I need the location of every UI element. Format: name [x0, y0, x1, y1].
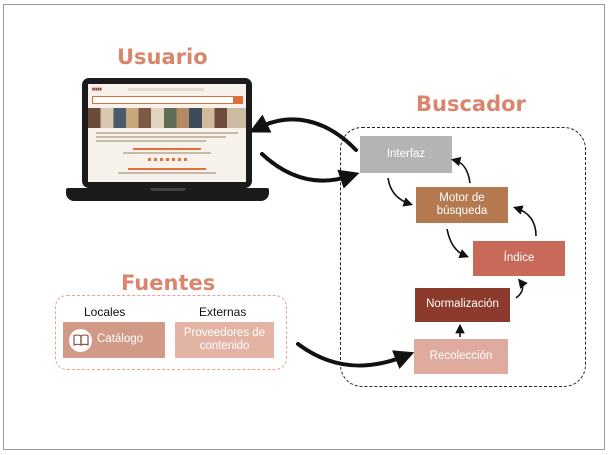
book-icon — [69, 328, 92, 352]
node-proveedores-label: Proveedores de contenido — [183, 326, 266, 352]
arrow-motor-to-interfaz — [450, 156, 471, 184]
node-catalogo-label: Catálogo — [97, 333, 144, 346]
node-motor-busqueda: Motor de búsqueda — [416, 187, 508, 223]
title-fuentes: Fuentes — [121, 271, 216, 295]
arrow-normalizacion-to-indice — [515, 278, 528, 299]
mini-search-button — [234, 96, 243, 104]
mini-text-line — [96, 140, 206, 142]
node-recoleccion: Recolección — [414, 339, 508, 374]
arrow-indice-to-motor — [512, 205, 537, 237]
fuentes-container — [55, 295, 287, 370]
title-buscador: Buscador — [416, 92, 526, 116]
arrow-usuario-to-interfaz — [260, 152, 360, 189]
node-proveedores: Proveedores de contenido — [175, 322, 274, 358]
mini-text-line — [118, 172, 216, 174]
laptop-base — [66, 188, 269, 201]
laptop-notch — [150, 188, 186, 191]
mini-text-line — [96, 136, 226, 138]
mini-dots — [148, 158, 188, 161]
node-interfaz: Interfaz — [360, 136, 452, 173]
laptop-display: ▮▮▮▮▮ — [88, 84, 246, 182]
node-normalizacion: Normalización — [415, 288, 510, 322]
mini-logo-icon: ▮▮▮▮▮ — [92, 87, 102, 91]
mini-nav — [128, 88, 204, 91]
mini-text-line — [133, 148, 201, 150]
mini-text-line — [123, 152, 211, 154]
mini-search-bar — [92, 96, 234, 104]
buscador-container — [340, 127, 586, 387]
arrow-interfaz-to-motor — [387, 177, 414, 207]
title-usuario: Usuario — [117, 45, 208, 69]
mini-text-line — [96, 132, 238, 134]
mini-text-line — [128, 168, 206, 170]
label-locales: Locales — [84, 305, 126, 319]
mini-books-banner — [88, 108, 246, 128]
node-indice: Índice — [473, 241, 565, 276]
arrow-fuentes-to-recoleccion — [296, 342, 415, 369]
node-catalogo: Catálogo — [63, 322, 165, 358]
arrow-interfaz-to-usuario — [249, 114, 358, 152]
node-motor-label: Motor de búsqueda — [436, 191, 488, 217]
arrow-motor-to-indice — [446, 228, 469, 259]
label-externas: Externas — [199, 305, 247, 319]
